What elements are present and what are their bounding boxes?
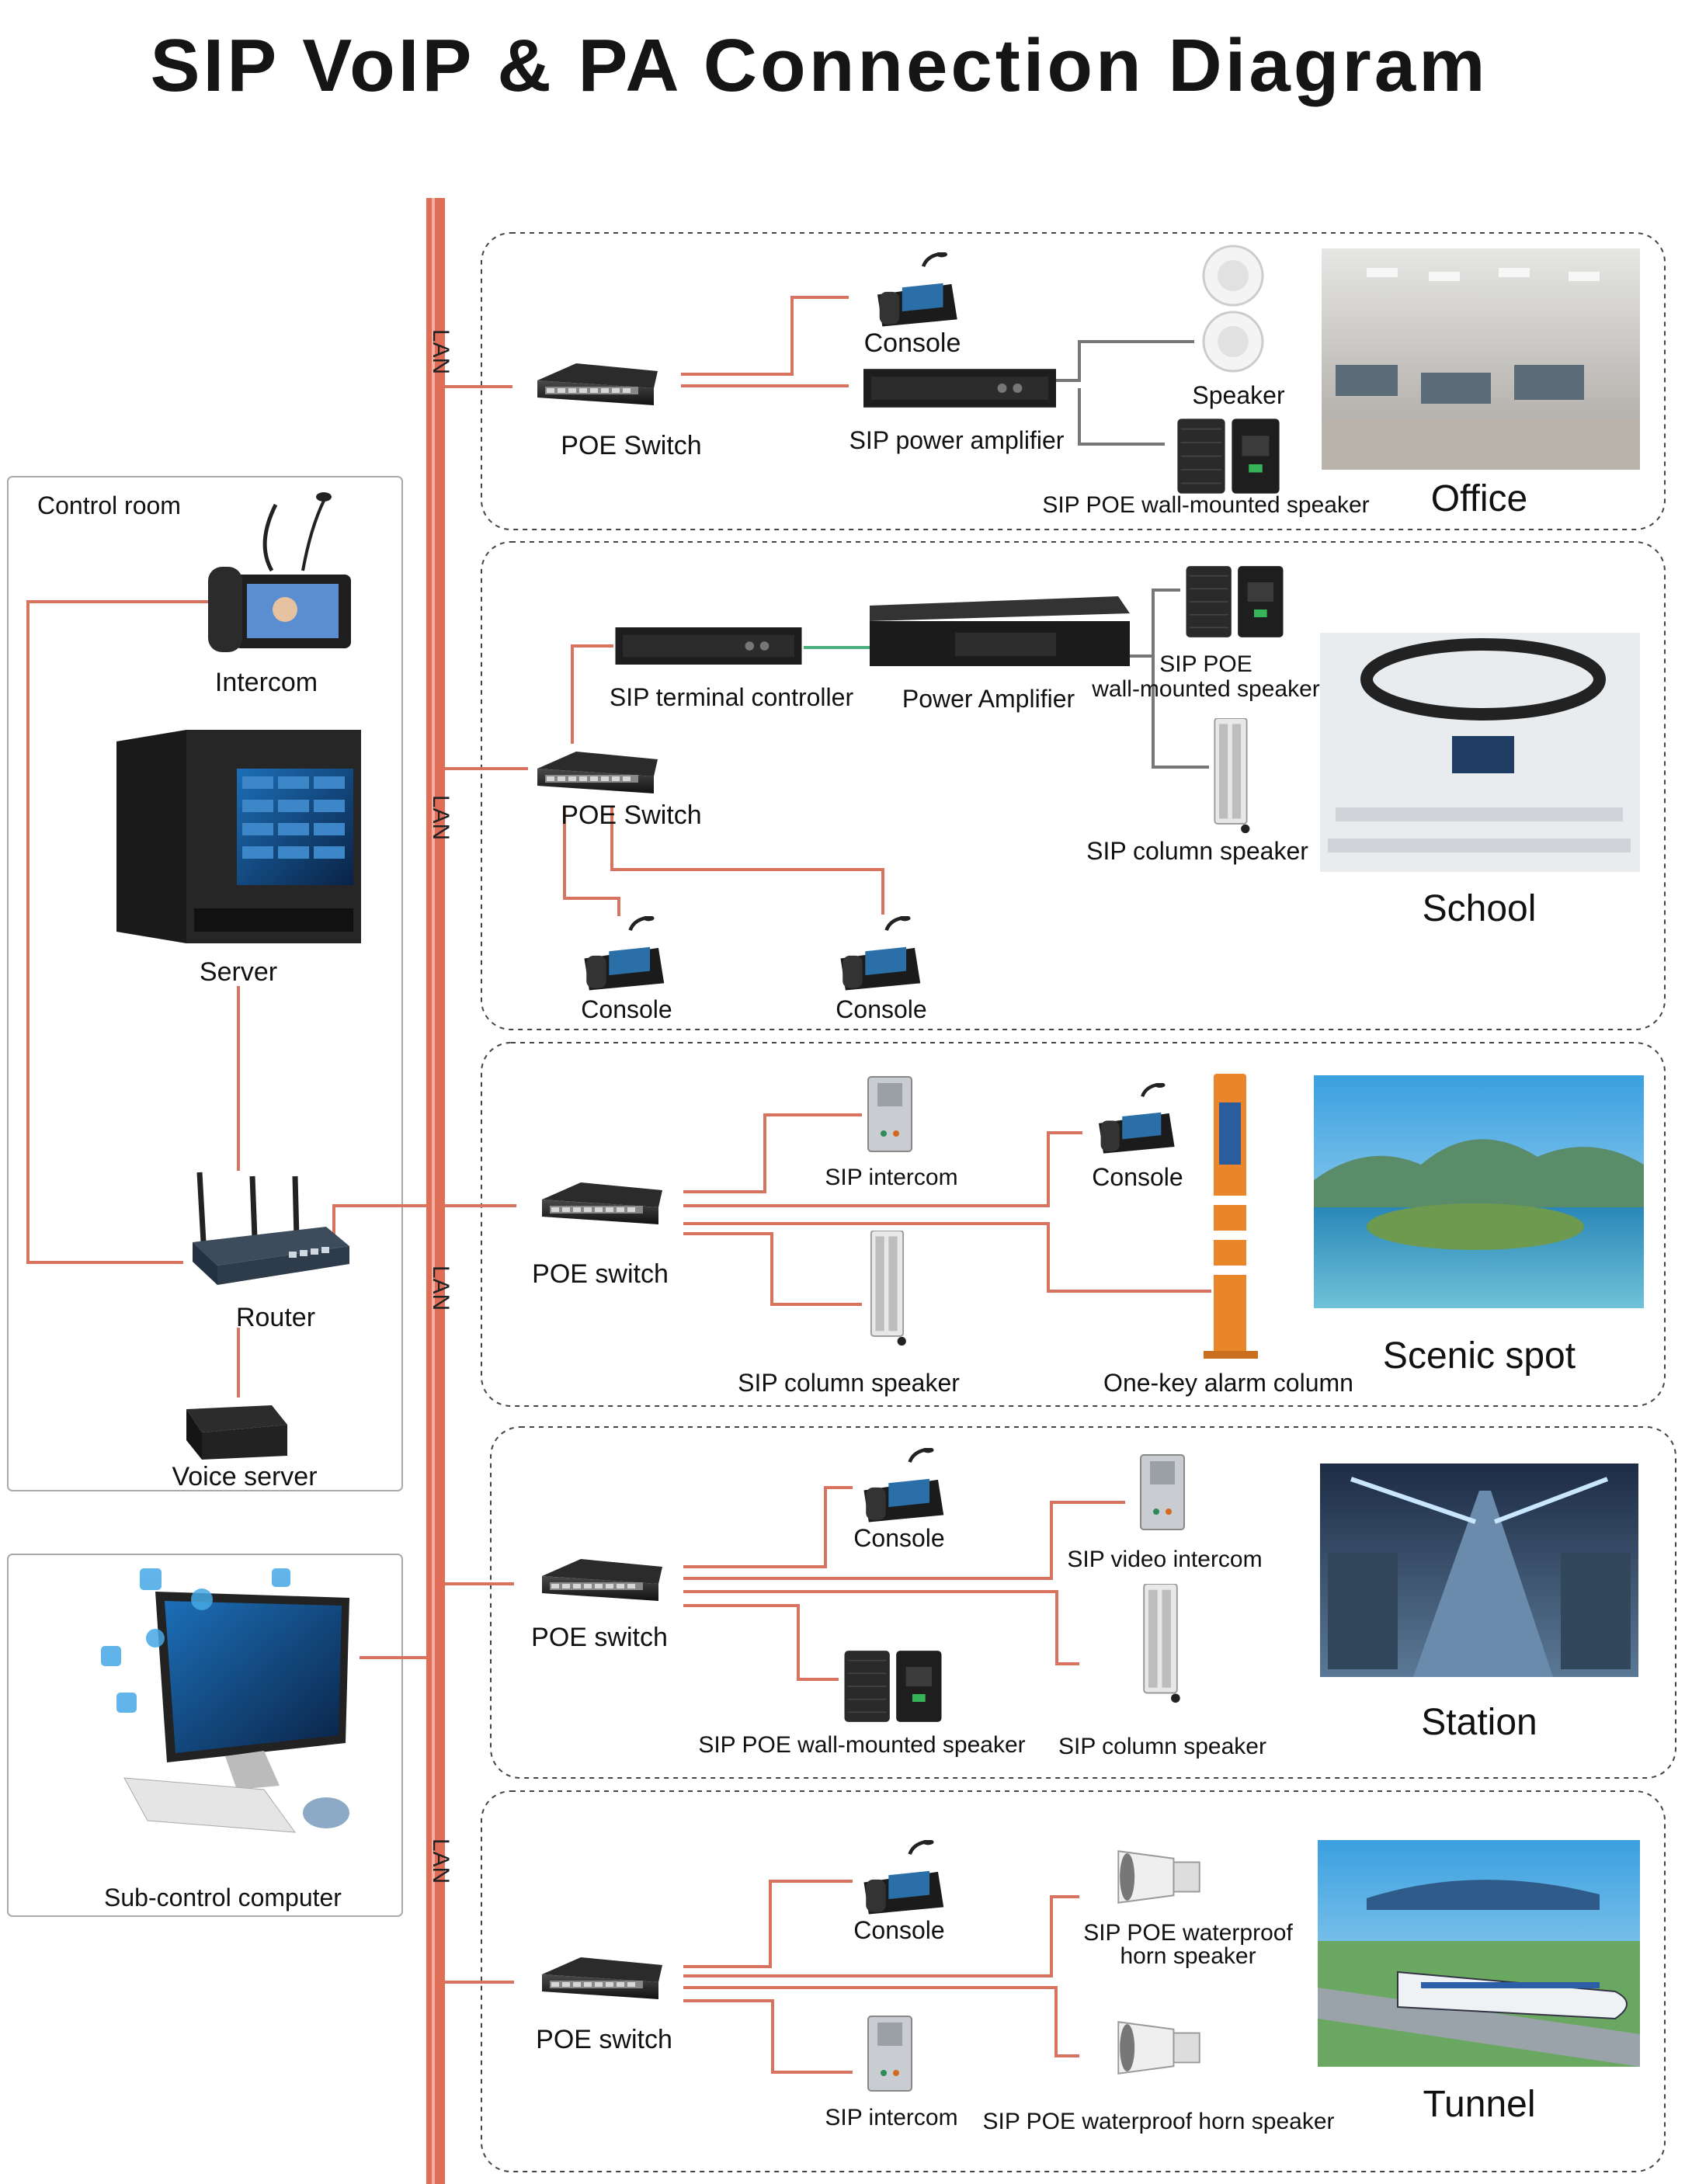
tunnel-intercom-label: SIP intercom (825, 2105, 958, 2130)
server-label: Server (199, 957, 278, 987)
scenic-switch-label: POE switch (532, 1259, 669, 1289)
sub-control-box (7, 1554, 403, 1917)
lan-label-4: LAN (428, 1838, 454, 1884)
scenic-section-box (481, 1042, 1666, 1407)
school-wall-speaker-label-2: wall-mounted speaker (1092, 676, 1320, 702)
sub-control-label: Sub-control computer (104, 1884, 342, 1911)
tunnel-poe-switch-device (542, 1957, 662, 1999)
intercom-label: Intercom (214, 668, 318, 697)
office-speaker-label: Speaker (1192, 381, 1285, 409)
station-wall-speaker-label: SIP POE wall-mounted speaker (698, 1732, 1026, 1758)
tunnel-horn-speaker-label: SIP POE waterproof horn speaker (982, 2109, 1335, 2134)
school-section-box (481, 541, 1666, 1030)
school-scene-label: School (1422, 888, 1537, 929)
station-console-label: Console (853, 1524, 945, 1552)
tunnel-scene-label: Tunnel (1423, 2084, 1536, 2125)
scenic-column-speaker-device (870, 1231, 907, 1347)
tunnel-intercom-device (867, 2016, 912, 2092)
tunnel-horn-label-1: SIP POE waterproof (1083, 1920, 1293, 1946)
station-console-device (864, 1447, 944, 1522)
sub-control-computer-device (101, 1568, 349, 1833)
tunnel-console-label: Console (853, 1916, 945, 1944)
office-section-box (481, 232, 1666, 530)
office-photo (1322, 248, 1640, 470)
station-switch-label: POE switch (531, 1623, 668, 1652)
lan-backbone (426, 198, 445, 2184)
school-wall-speaker-label-1: SIP POE (1159, 651, 1252, 677)
office-amplifier-device (863, 369, 1056, 408)
tunnel-photo (1318, 1840, 1640, 2067)
school-console-b-device (841, 915, 921, 990)
school-column-speaker-device (1214, 718, 1251, 835)
school-terminal-controller-device (615, 627, 802, 665)
station-scene-label: Station (1421, 1702, 1537, 1743)
station-photo (1320, 1464, 1638, 1677)
tunnel-horn-speaker-b-device (1117, 2021, 1200, 2075)
scenic-console-device (1099, 1082, 1175, 1154)
school-photo (1320, 633, 1640, 872)
school-column-speaker-label: SIP column speaker (1086, 837, 1308, 865)
school-console-a-label: Console (581, 995, 672, 1023)
station-section-box (490, 1426, 1676, 1779)
router-label: Router (235, 1303, 316, 1332)
tunnel-console-device (864, 1839, 944, 1914)
control-room-label: Control room (37, 491, 181, 519)
scenic-poe-switch-device (542, 1182, 662, 1224)
tunnel-horn-label-2: horn speaker (1120, 1943, 1256, 1969)
school-poe-switch-device (537, 752, 658, 793)
lan-label-1: LAN (428, 328, 454, 375)
school-console-a-device (585, 915, 665, 990)
scenic-column-speaker-label: SIP column speaker (738, 1369, 960, 1397)
server-device (116, 730, 361, 943)
office-wall-speaker-device (1176, 418, 1280, 495)
control-room-box (7, 476, 403, 1491)
office-amplifier-label: SIP power amplifier (849, 426, 1065, 454)
scenic-scene-label: Scenic spot (1382, 1335, 1576, 1377)
school-wall-speaker-device (1185, 565, 1284, 638)
office-poe-switch-device (537, 363, 658, 405)
school-console-b-label: Console (836, 995, 927, 1023)
school-switch-label: POE Switch (561, 800, 702, 830)
scenic-intercom-label: SIP intercom (825, 1165, 958, 1190)
voice-server-device (186, 1405, 287, 1460)
office-switch-label: POE Switch (561, 431, 702, 460)
scenic-console-label: Console (1092, 1163, 1183, 1191)
page-title: SIP VoIP & PA Connection Diagram (150, 24, 1489, 107)
office-console-label: Console (863, 328, 961, 358)
office-wall-speaker-label: SIP POE wall-mounted speaker (1042, 492, 1370, 518)
voice-server-label: Voice server (172, 1462, 318, 1491)
scenic-alarm-column-device (1204, 1074, 1258, 1359)
router-device (193, 1172, 349, 1285)
station-video-intercom-label: SIP video intercom (1067, 1547, 1263, 1572)
school-power-amplifier-label: Power Amplifier (902, 685, 1075, 713)
station-column-speaker-device (1143, 1584, 1181, 1704)
station-video-intercom-device (1139, 1453, 1186, 1531)
wires (26, 296, 1211, 2074)
station-poe-switch-device (542, 1559, 662, 1601)
tunnel-horn-speaker-a-device (1117, 1850, 1200, 1904)
scenic-alarm-column-label: One-key alarm column (1103, 1369, 1353, 1397)
school-power-amplifier-device (870, 596, 1130, 666)
intercom-device (208, 492, 351, 652)
lan-label-3: LAN (428, 1265, 454, 1311)
tunnel-section-box (481, 1790, 1666, 2172)
office-ceiling-speakers (1202, 245, 1264, 373)
tunnel-switch-label: POE switch (536, 2025, 672, 2054)
station-wall-speaker-device (843, 1650, 943, 1723)
school-terminal-controller-label: SIP terminal controller (609, 683, 854, 711)
lan-label-2: LAN (428, 794, 454, 841)
scenic-photo (1314, 1075, 1644, 1308)
office-scene-label: Office (1430, 478, 1528, 519)
station-column-speaker-label: SIP column speaker (1058, 1734, 1266, 1759)
scenic-intercom-device (867, 1076, 912, 1152)
office-console-device (877, 252, 957, 326)
